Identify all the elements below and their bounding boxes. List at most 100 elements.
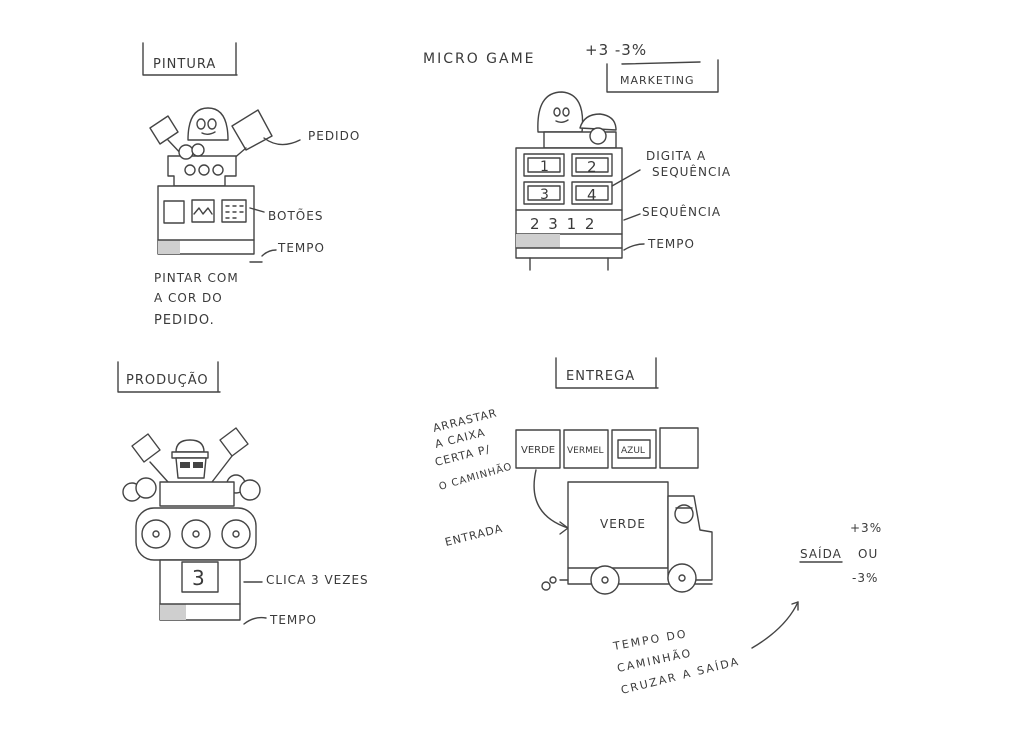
entrega-minus: -3% <box>852 571 878 585</box>
marketing-key-1-label: 1 <box>540 159 549 175</box>
marketing-title: MARKETING <box>620 74 695 87</box>
conveyor-wheel-hub <box>152 530 160 538</box>
delivery-box-1-label: VERDE <box>521 445 555 456</box>
pintura-label-tempo: TEMPO <box>277 241 325 255</box>
delivery-box-4 <box>659 427 699 469</box>
marketing-sequencia-pointer <box>623 213 641 221</box>
truck-wheel-hub <box>601 576 609 584</box>
marketing-sequence-value: 2 3 1 2 <box>530 215 596 233</box>
worker-helmet <box>175 439 205 453</box>
truck-wheel-icon <box>590 565 620 595</box>
marketing-digita-pointer <box>611 169 641 187</box>
producao-timer-fill <box>160 604 186 620</box>
conveyor-wheel-icon <box>221 519 251 549</box>
marketing-key-2-label: 2 <box>587 158 597 176</box>
delivery-box-2 <box>563 429 609 469</box>
producao-tempo-pointer <box>243 616 267 625</box>
entrega-panel: ENTREGA ARRASTAR A CAIXA CERTA P/ O CAMI… <box>432 357 881 697</box>
truck-cargo <box>567 481 669 569</box>
marketing-key-1-inner <box>527 157 561 173</box>
conveyor-wheel-hub <box>232 530 240 538</box>
exhaust-smoke-small <box>549 576 557 584</box>
producao-counter-box <box>181 561 219 593</box>
producao-label-tempo: TEMPO <box>269 613 317 627</box>
entrega-saida-or: OU <box>858 547 878 561</box>
pintura-title-frame <box>142 42 238 76</box>
marketing-key-4-inner <box>575 185 609 201</box>
gear-icon <box>212 164 224 176</box>
dots-pattern <box>225 205 244 219</box>
producao-panel: PRODUÇÃO 3 CLICA 3 VEZES TEMPO <box>117 361 368 627</box>
pintura-tempo-pointer <box>261 249 277 257</box>
zigzag-pattern <box>193 207 213 215</box>
worker-arms <box>149 455 233 483</box>
truck-wheel-icon <box>667 563 697 593</box>
painter-eye-right <box>207 118 217 130</box>
time-note-arrow <box>751 601 799 649</box>
smoke-cloud <box>178 144 194 160</box>
pintura-label-pedido: PEDIDO <box>308 129 360 143</box>
marketing-key-4-label: 4 <box>587 186 597 204</box>
marketing-label-digita-2: SEQUÊNCIA <box>652 164 731 179</box>
entrega-label-entrada: ENTRADA <box>444 522 505 549</box>
worker-helmet-brim <box>171 451 209 459</box>
conveyor-wheel-hub <box>192 530 200 538</box>
producao-counter: 3 <box>192 566 205 590</box>
pintura-note-line-1: PINTAR COM <box>154 271 239 285</box>
header-title: MICRO GAME <box>423 51 536 67</box>
pintura-title: PINTURA <box>153 57 216 72</box>
marketing-tempo-pointer <box>623 243 645 251</box>
entrega-title: ENTREGA <box>566 369 635 384</box>
header-score: +3 -3% <box>585 41 647 59</box>
pintura-botoes-pointer <box>249 207 265 213</box>
marketing-timer-fill <box>516 234 560 248</box>
header-underline <box>621 61 701 65</box>
marketing-eye-left <box>553 107 561 117</box>
lifted-box-right <box>219 427 249 457</box>
truck-chassis <box>567 567 713 585</box>
painter-mouth <box>201 131 216 135</box>
marketing-label-digita-1: DIGITA A <box>646 149 706 163</box>
producao-title: PRODUÇÃO <box>126 372 209 388</box>
pintura-button-3 <box>221 199 247 223</box>
marketing-key-3-label: 3 <box>540 187 549 203</box>
marketing-key-3-inner <box>527 185 561 201</box>
paint-bucket-right-icon <box>231 109 273 151</box>
sunglasses-icon <box>180 462 190 468</box>
marketing-panel: MARKETING 1 2 3 4 2 3 1 2 DIGITA A SEQUÊ <box>515 59 731 271</box>
marketing-key-1 <box>523 153 565 177</box>
truck-wheel-hub <box>678 574 686 582</box>
pintura-button-2 <box>191 199 215 223</box>
pintura-note-line-2: A COR DO <box>154 291 223 305</box>
marketing-key-2 <box>571 153 613 177</box>
pintura-timer-fill <box>158 240 180 254</box>
marketing-title-frame <box>606 59 719 93</box>
smoke-cloud <box>135 477 157 499</box>
pintura-machine-top <box>167 155 237 187</box>
producao-conveyor <box>135 507 257 561</box>
conveyor-wheel-icon <box>141 519 171 549</box>
paint-bucket-left-icon <box>149 115 179 145</box>
delivery-box-2-label: VERMEL <box>567 446 604 456</box>
gear-icon <box>184 164 196 176</box>
lifted-box-left <box>131 433 161 463</box>
marketing-key-4 <box>571 181 613 205</box>
producao-title-frame <box>117 361 221 393</box>
marketing-mouth <box>555 119 569 123</box>
smoke-cloud <box>191 143 205 157</box>
marketing-key-3 <box>523 181 565 205</box>
marketing-key-2-inner <box>575 157 609 173</box>
driver-icon <box>674 504 694 524</box>
delivery-box-3-label: AZUL <box>621 446 645 456</box>
conveyor-wheel-icon <box>181 519 211 549</box>
entrega-title-frame <box>555 357 659 389</box>
marketing-label-tempo: TEMPO <box>647 237 695 251</box>
entrega-label-saida: SAÍDA <box>800 546 842 561</box>
pintura-button-1 <box>163 200 185 224</box>
time-note-arrow-head <box>791 601 799 611</box>
painter-eye-left <box>196 118 206 130</box>
pintura-label-botoes: BOTÕES <box>268 208 323 223</box>
smoke-cloud <box>239 479 261 501</box>
marketing-eye-right <box>562 107 570 117</box>
